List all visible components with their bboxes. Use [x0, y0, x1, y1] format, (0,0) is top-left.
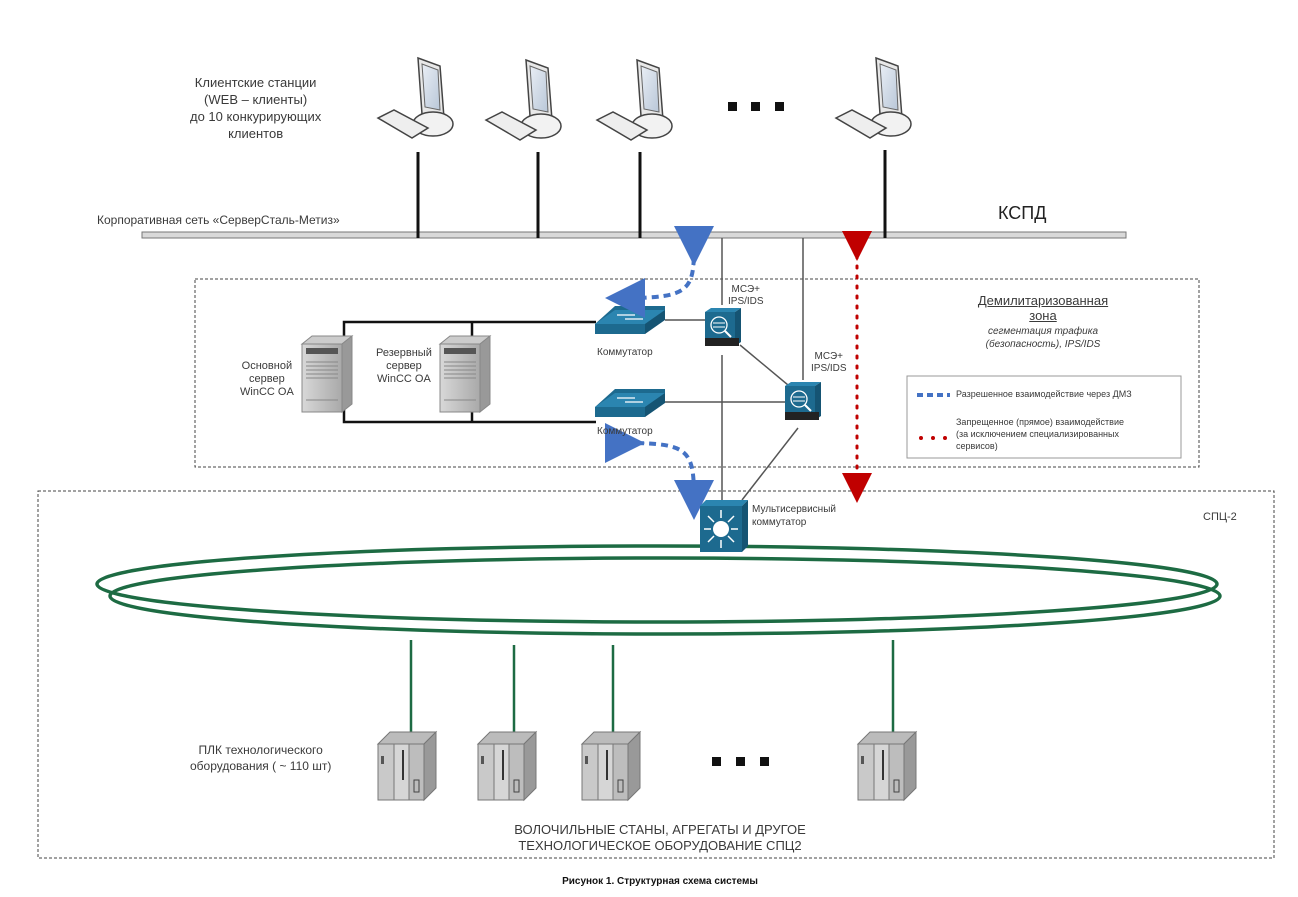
label-line: WinCC OA — [377, 373, 431, 385]
label-line: сервер — [386, 360, 422, 372]
ellipsis-clients-icon — [728, 102, 784, 111]
label-line: ТЕХНОЛОГИЧЕСКОЕ ОБОРУДОВАНИЕ СПЦ2 — [518, 838, 802, 853]
label-line: Резервный — [376, 347, 432, 359]
firewall-ips-icon — [704, 307, 742, 347]
backup-server-label: Резервный сервер WinCC OA — [376, 347, 432, 386]
dmz-subtitle-line: сегментация трафика — [987, 326, 1099, 337]
label-line: ПЛК технологического — [198, 743, 323, 757]
label-line: WinCC OA — [240, 386, 294, 398]
client-workstation-icon — [485, 59, 562, 141]
plc-icon — [477, 731, 537, 801]
dmz-links — [665, 238, 804, 501]
label-line: оборудования ( ~ 110 шт) — [190, 759, 332, 773]
label-line: Мультисервисный — [752, 504, 836, 515]
firewall-label: МСЭ+ IPS/IDS — [728, 284, 764, 308]
client-workstation-icon — [835, 57, 912, 139]
clients-label-line: (WEB – клиенты) — [204, 92, 308, 107]
switch-icon — [594, 388, 666, 418]
dmz-title-line: зона — [1029, 308, 1057, 323]
plc-drops — [409, 640, 895, 734]
switch-label: Коммутатор — [597, 347, 653, 358]
legend-forbidden-swatch — [919, 436, 947, 440]
label-line: ВОЛОЧИЛЬНЫЕ СТАНЫ, АГРЕГАТЫ И ДРУГОЕ — [514, 822, 806, 837]
allowed-flow-arrow-bottom — [604, 422, 714, 520]
plc-icon — [857, 731, 917, 801]
client-workstation-icon — [377, 57, 454, 139]
figure-caption: Рисунок 1. Структурная схема системы — [562, 876, 758, 887]
plc-icon — [377, 731, 437, 801]
legend-forbidden-label: Запрещенное (прямое) взаимодействие (за … — [956, 416, 1124, 452]
dmz-title-line: Демилитаризованная — [977, 293, 1109, 308]
backup-server-icon — [439, 335, 491, 413]
dmz-subtitle-line: (безопасность), IPS/IDS — [985, 339, 1101, 350]
allowed-flow-arrow-top — [605, 225, 715, 318]
label-line: IPS/IDS — [811, 363, 847, 374]
client-drops — [416, 150, 887, 238]
corporate-network-bus — [141, 231, 1127, 239]
legend-line: Запрещенное (прямое) взаимодействие — [956, 417, 1124, 427]
corporate-network-label: Корпоративная сеть «СерверСталь-Метиз» — [97, 213, 340, 227]
client-workstation-icon — [596, 59, 673, 141]
dmz-title: Демилитаризованная зона — [958, 293, 1128, 323]
legend-box — [906, 375, 1182, 459]
multiservice-switch-icon — [700, 500, 748, 552]
plc-icon — [581, 731, 641, 801]
kspd-label: КСПД — [998, 203, 1047, 223]
switch-label: Коммутатор — [597, 426, 653, 437]
label-line: МСЭ+ — [814, 351, 844, 362]
equipment-label: ВОЛОЧИЛЬНЫЕ СТАНЫ, АГРЕГАТЫ И ДРУГОЕ ТЕХ… — [460, 822, 860, 854]
legend-allowed-label: Разрешенное взаимодействие через ДМЗ — [956, 389, 1132, 399]
clients-label: Клиентские станции (WEB – клиенты) до 10… — [190, 74, 321, 142]
legend-line: сервисов) — [956, 441, 998, 451]
firewall-label: МСЭ+ IPS/IDS — [811, 351, 847, 375]
multiservice-switch-label: Мультисервисный коммутатор — [752, 503, 836, 529]
primary-server-icon — [301, 335, 353, 413]
dmz-subtitle: сегментация трафика (безопасность), IPS/… — [958, 325, 1128, 351]
primary-server-label: Основной сервер WinCC OA — [240, 360, 294, 399]
label-line: коммутатор — [752, 517, 807, 528]
plc-label: ПЛК технологического оборудования ( ~ 11… — [190, 742, 331, 774]
label-line: сервер — [249, 373, 285, 385]
clients-label-line: клиентов — [228, 126, 284, 141]
label-line: МСЭ+ — [731, 284, 761, 295]
label-line: Основной — [241, 360, 293, 372]
clients-label-line: Клиентские станции — [194, 75, 317, 90]
clients-label-line: до 10 конкурирующих — [190, 109, 322, 124]
ellipsis-plc-icon — [712, 757, 769, 766]
switch-icon — [594, 305, 666, 335]
spc-tag: СПЦ-2 — [1203, 511, 1237, 523]
firewall-ips-icon — [784, 381, 822, 421]
label-line: IPS/IDS — [728, 296, 764, 307]
legend-line: (за исключением специализированных — [956, 429, 1119, 439]
optical-ring — [95, 544, 1222, 636]
